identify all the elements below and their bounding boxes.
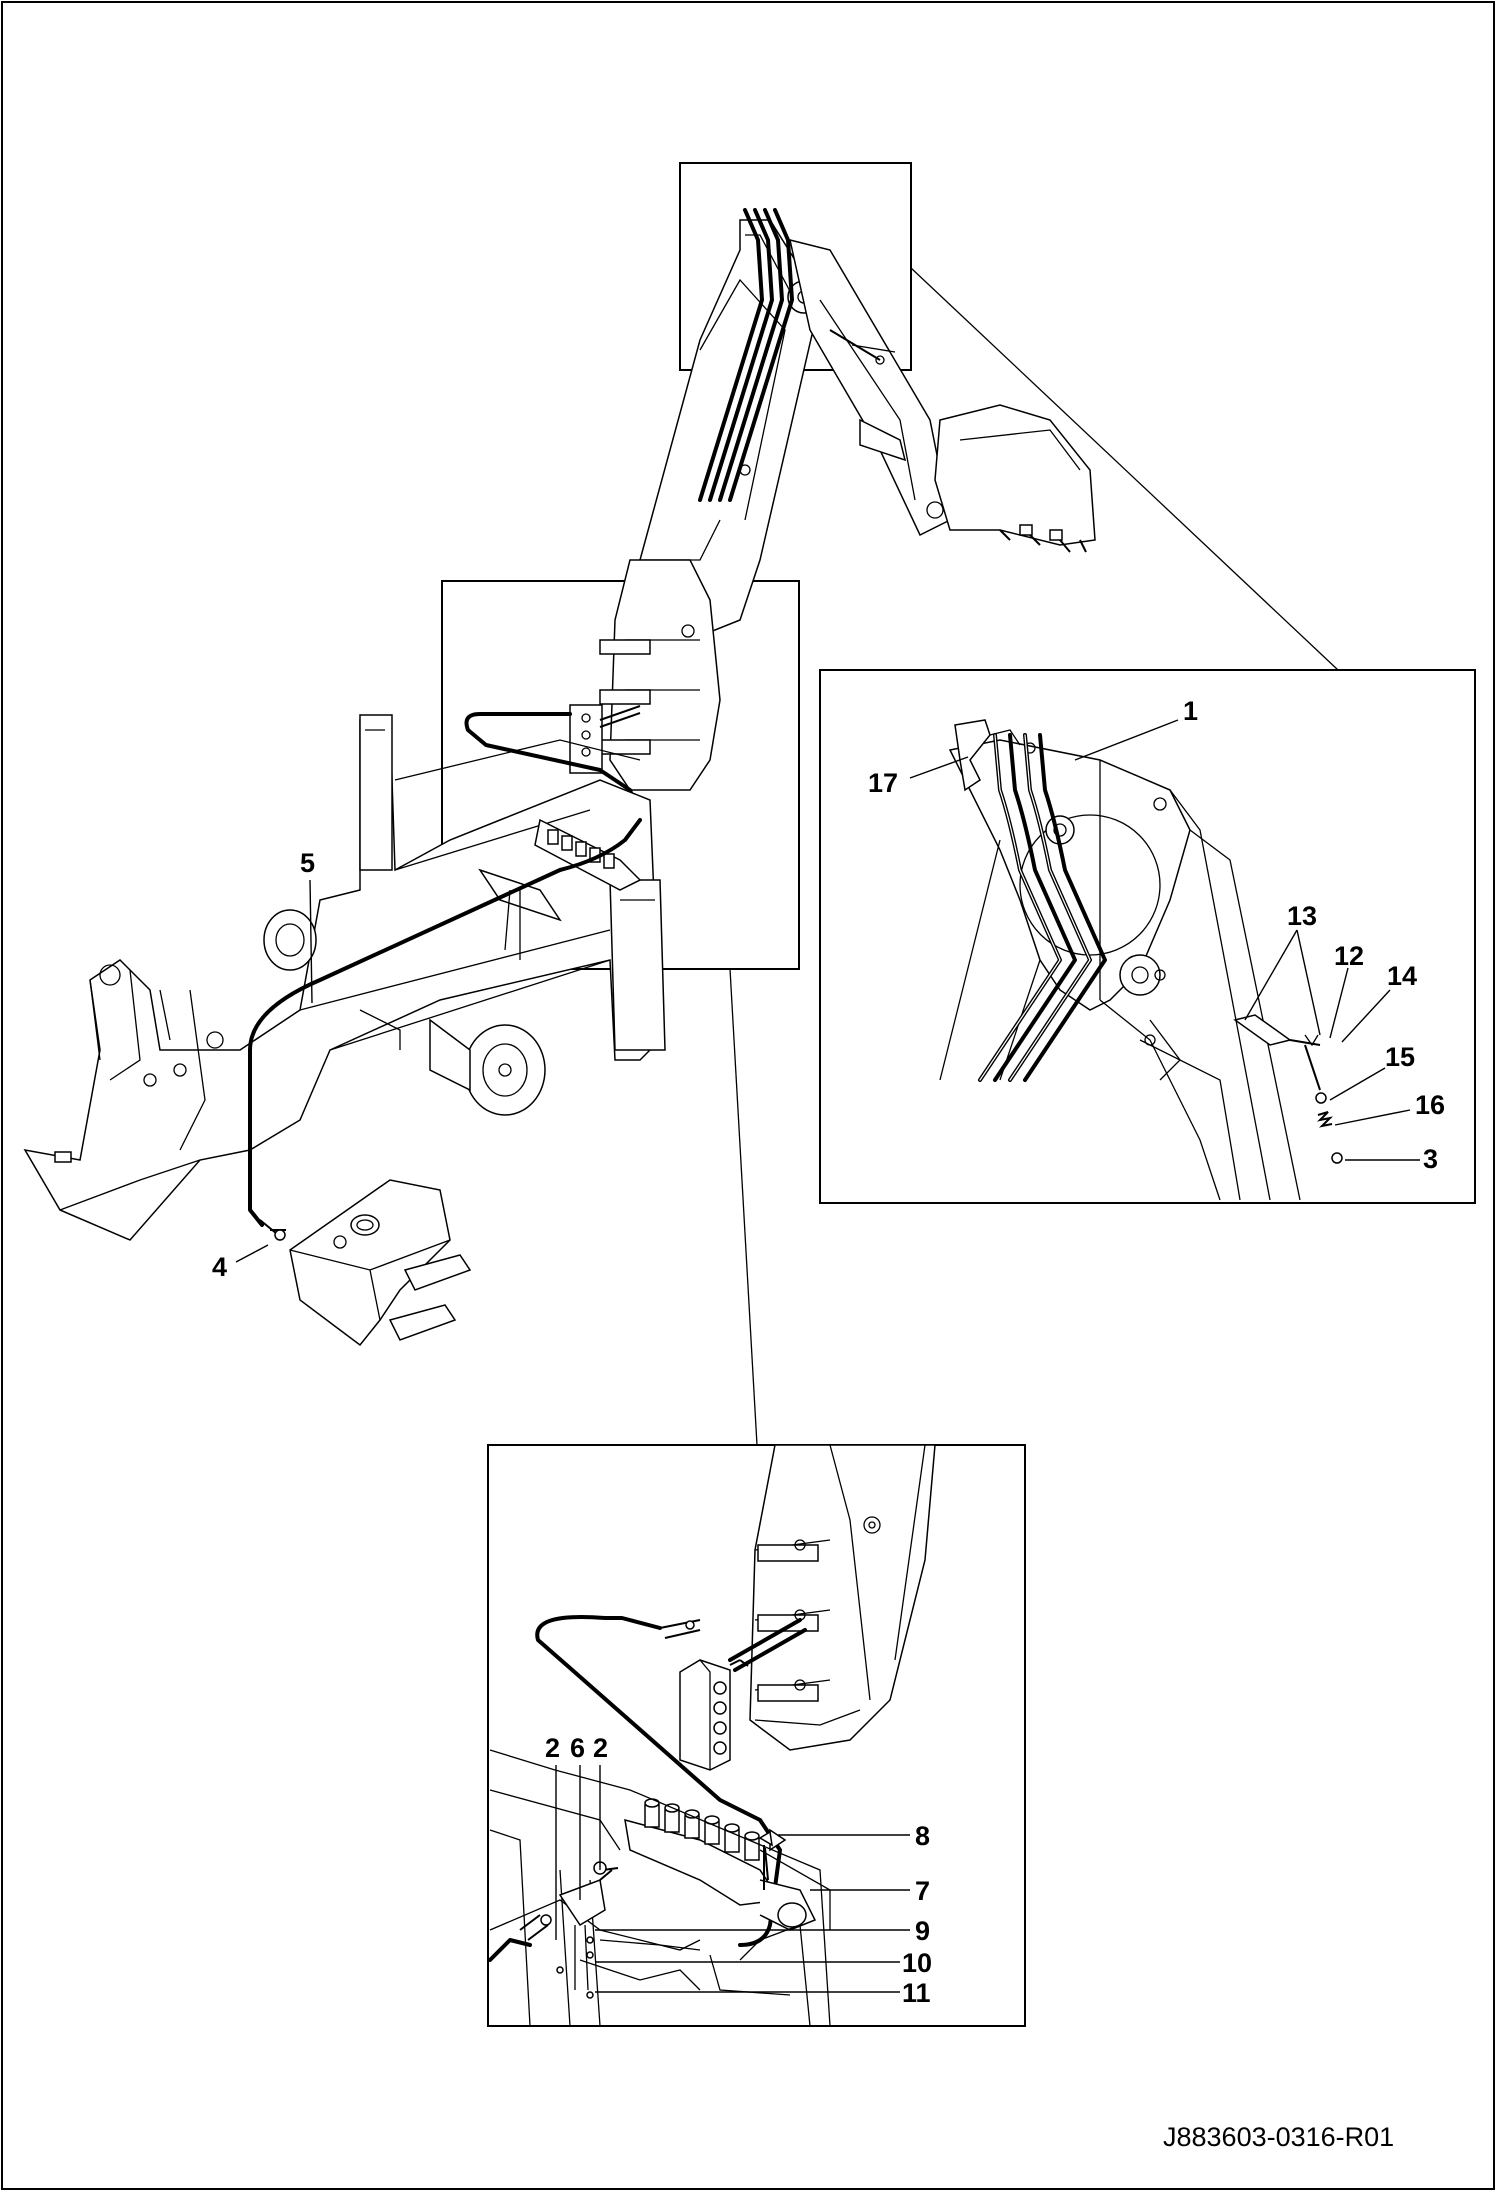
leader-line: [309, 879, 313, 1004]
detail-view-valve-block: [487, 1444, 1026, 2027]
callout-9: 9: [915, 1916, 930, 1946]
step-box: [259, 1179, 472, 1347]
callout-10: 10: [902, 1948, 932, 1978]
callout-13: 13: [1287, 901, 1317, 931]
callout-15: 15: [1385, 1042, 1415, 1072]
boom-hoses: [698, 208, 794, 502]
backhoe-frame: [23, 714, 666, 1241]
callout-5: 5: [300, 848, 315, 878]
callout-8: 8: [915, 1821, 930, 1851]
kingpost-hose-loop: [464, 712, 642, 822]
callout-16: 16: [1415, 1090, 1445, 1120]
control-valve-bank: [478, 818, 642, 960]
callout-17: 17: [868, 768, 898, 798]
detail-boom-hoses: [978, 733, 1107, 1082]
detail-control-valve: [624, 1798, 817, 1931]
callout-6: 6: [570, 1733, 585, 1763]
callout-3: 3: [1423, 1144, 1438, 1174]
callout-11: 11: [902, 1978, 931, 2008]
detail-boom-head: [939, 719, 1343, 1201]
callout-12: 12: [1334, 941, 1364, 971]
callout-2-right: 2: [593, 1733, 608, 1763]
diverter-block: [679, 1618, 807, 1771]
detail-view-boom-top: [819, 669, 1476, 1204]
detail-kingpost: [749, 1444, 936, 1751]
callout-1: 1: [1183, 696, 1198, 726]
drawing-code: J883603-0316-R01: [1163, 2122, 1394, 2152]
backhoe-boom: [639, 219, 1096, 641]
axle-hub: [263, 909, 546, 1116]
callout-2-left: 2: [545, 1733, 560, 1763]
detail-connector-line: [729, 968, 758, 1446]
callout-7: 7: [915, 1876, 930, 1906]
leader-line: [235, 1244, 269, 1263]
callout-14: 14: [1387, 961, 1417, 991]
kingpost: [569, 559, 721, 791]
detail-connector-line: [910, 267, 1339, 671]
main-hose-5: [248, 818, 642, 1227]
callout-4: 4: [212, 1252, 227, 1282]
